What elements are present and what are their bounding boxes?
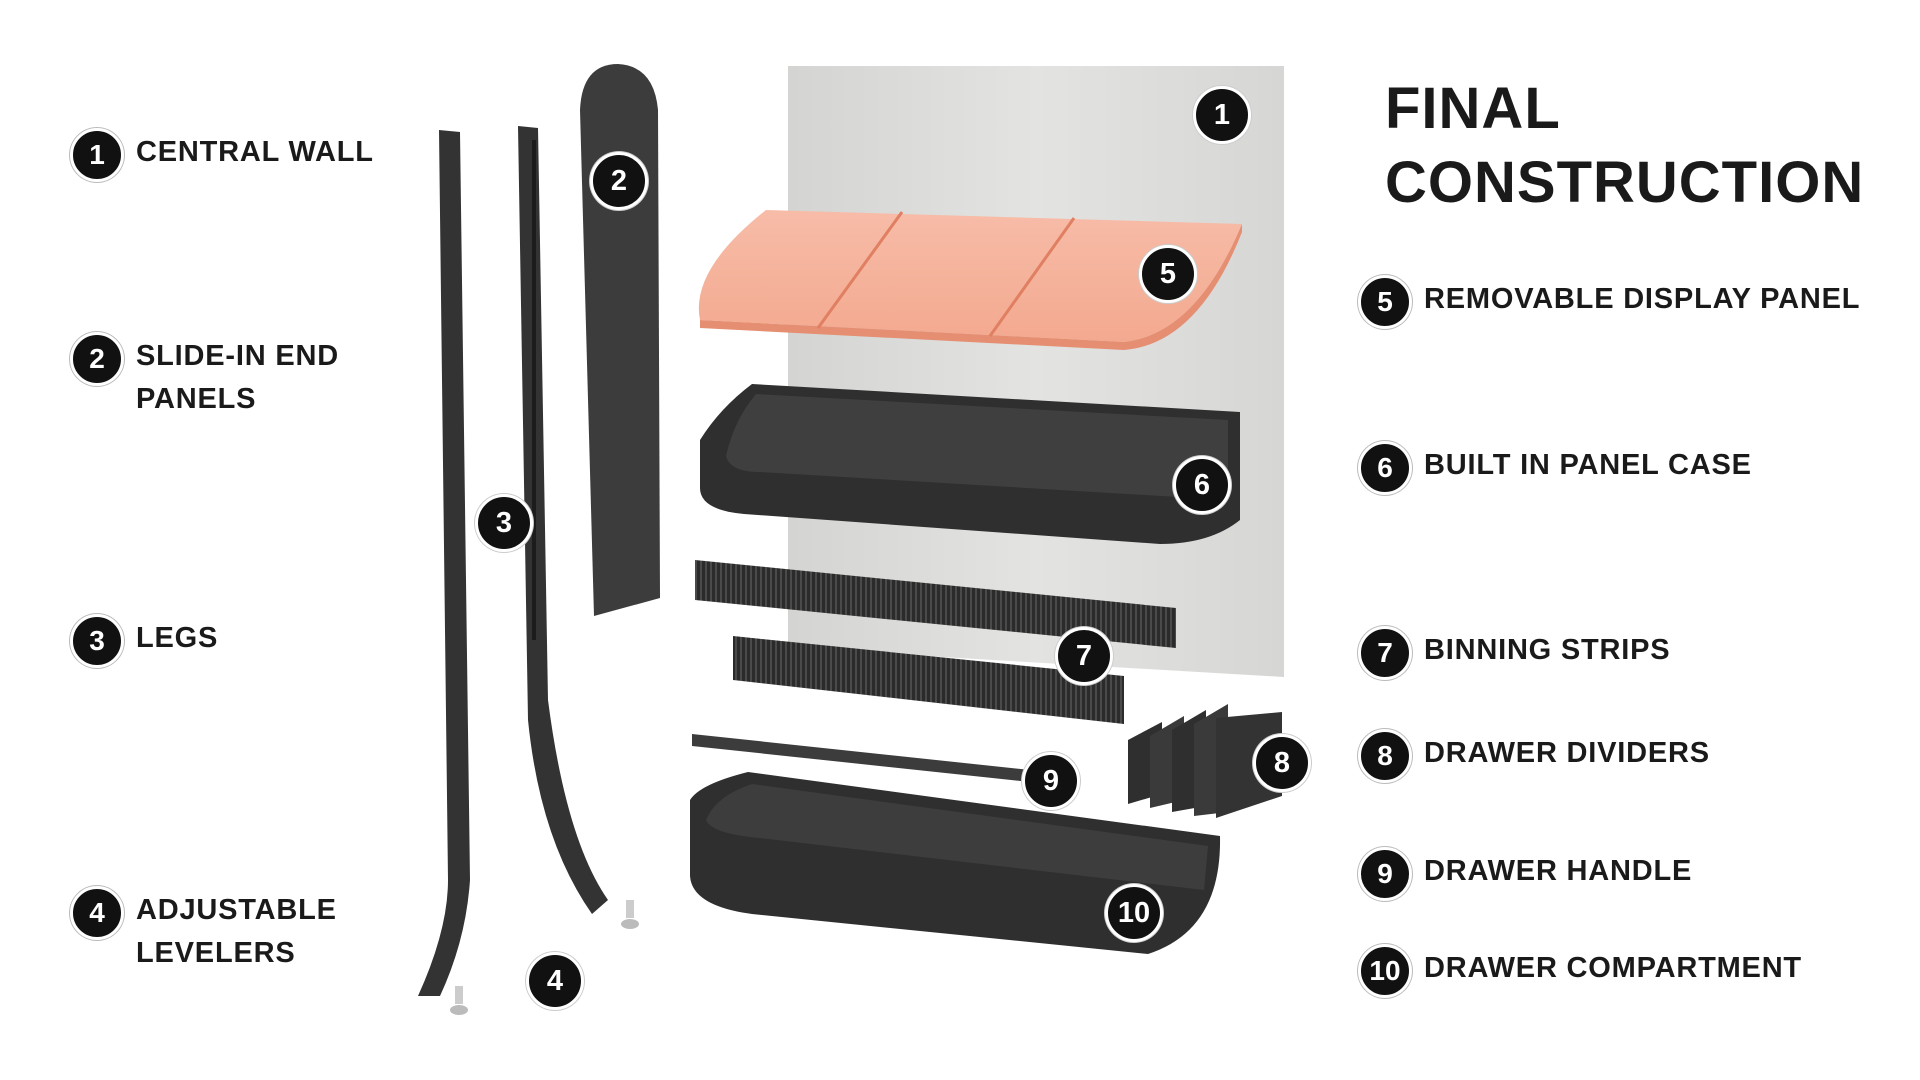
callout-3: 3	[475, 494, 533, 552]
legend-item-removable-display-panel: 5 REMOVABLE DISPLAY PANEL	[1358, 275, 1860, 329]
legend-label: CENTRAL WALL	[136, 136, 374, 168]
legend-item-legs: 3 LEGS	[70, 614, 218, 668]
legend-badge: 1	[70, 128, 124, 182]
legend-item-slide-in-end-panels: 2 SLIDE-IN END PANELS	[70, 332, 339, 421]
diagram-title: FINAL CONSTRUCTION	[1385, 72, 1864, 220]
legend-badge: 4	[70, 886, 124, 940]
callout-6: 6	[1173, 456, 1231, 514]
callout-10: 10	[1105, 884, 1163, 942]
drawer-handle	[692, 734, 1030, 782]
legend-label: REMOVABLE DISPLAY PANEL	[1424, 283, 1861, 315]
callout-1: 1	[1193, 86, 1251, 144]
callout-5: 5	[1139, 245, 1197, 303]
callout-2: 2	[590, 152, 648, 210]
legend-label: DRAWER HANDLE	[1424, 855, 1693, 887]
leg-left	[418, 130, 470, 996]
built-in-panel-case	[700, 384, 1240, 544]
legend-item-drawer-compartment: 10 DRAWER COMPARTMENT	[1358, 944, 1802, 998]
legend-label: SLIDE-IN END PANELS	[136, 340, 339, 415]
legend-item-drawer-dividers: 8 DRAWER DIVIDERS	[1358, 729, 1710, 783]
legend-label: DRAWER COMPARTMENT	[1424, 952, 1802, 984]
legend-badge: 5	[1358, 275, 1412, 329]
leg-right	[518, 126, 608, 914]
drawer-compartment	[690, 772, 1221, 954]
legend-label: LEGS	[136, 622, 219, 654]
legend-label: ADJUSTABLE LEVELERS	[136, 894, 337, 969]
legend-badge: 2	[70, 332, 124, 386]
callout-9: 9	[1022, 752, 1080, 810]
callout-7: 7	[1055, 627, 1113, 685]
legend-badge: 10	[1358, 944, 1412, 998]
legend-item-adjustable-levelers: 4 ADJUSTABLE LEVELERS	[70, 886, 337, 975]
legend-badge: 8	[1358, 729, 1412, 783]
title-line-2: CONSTRUCTION	[1385, 150, 1865, 215]
legend-item-drawer-handle: 9 DRAWER HANDLE	[1358, 847, 1692, 901]
legend-item-binning-strips: 7 BINNING STRIPS	[1358, 626, 1670, 680]
legend-badge: 9	[1358, 847, 1412, 901]
slide-in-end-panel	[580, 64, 660, 616]
adjustable-leveler-left	[450, 986, 468, 1015]
legend-badge: 6	[1358, 441, 1412, 495]
legend-badge: 3	[70, 614, 124, 668]
legend-label: DRAWER DIVIDERS	[1424, 737, 1710, 769]
callout-4: 4	[526, 952, 584, 1010]
binning-strip-lower	[733, 636, 1124, 724]
legend-item-central-wall: 1 CENTRAL WALL	[70, 128, 374, 182]
removable-display-panel	[698, 210, 1242, 350]
legend-label: BUILT IN PANEL CASE	[1424, 449, 1752, 481]
adjustable-leveler-right	[621, 900, 639, 929]
legend-item-built-in-panel-case: 6 BUILT IN PANEL CASE	[1358, 441, 1752, 495]
legend-badge: 7	[1358, 626, 1412, 680]
legend-label: BINNING STRIPS	[1424, 634, 1671, 666]
callout-8: 8	[1253, 734, 1311, 792]
title-line-1: FINAL	[1385, 76, 1561, 141]
binning-strip-upper	[695, 560, 1176, 648]
